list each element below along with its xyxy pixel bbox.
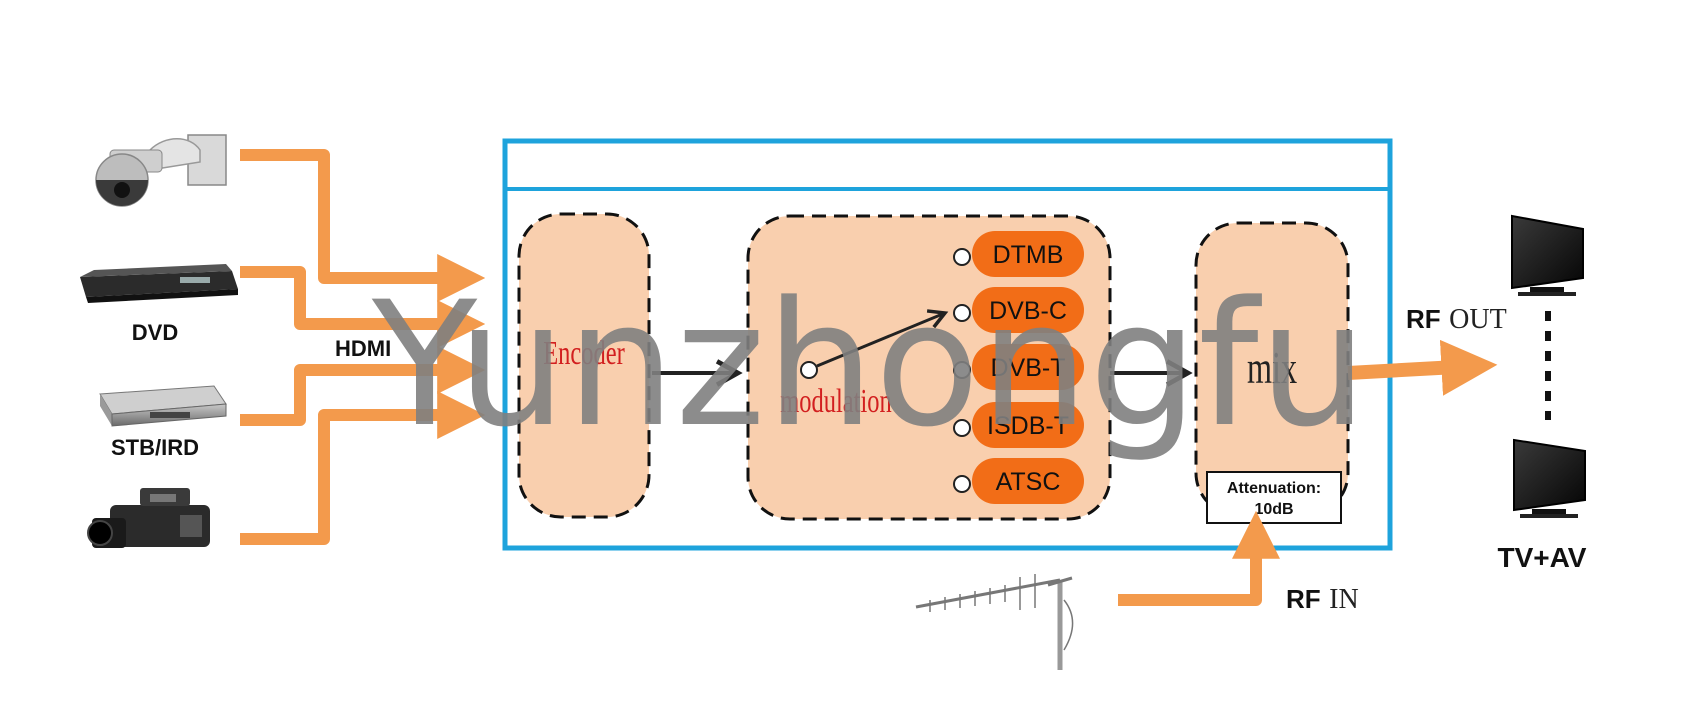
tv-bottom-icon	[1513, 438, 1586, 518]
encoder-label: Encoder	[543, 335, 625, 372]
standard-isdb-t-label: ISDB-T	[987, 412, 1069, 440]
attenuation-box: Attenuation: 10dB	[1206, 471, 1342, 524]
standard-dvb-t: DVB-T	[953, 344, 1084, 390]
rf-out-prefix: RF	[1406, 304, 1441, 334]
rf-in-arrow	[1118, 510, 1280, 606]
rf-in-suffix: IN	[1329, 584, 1359, 615]
standard-atsc-label: ATSC	[996, 468, 1061, 496]
standard-isdb-t: ISDB-T	[953, 402, 1084, 448]
antenna-icon	[915, 574, 1074, 670]
standard-dvb-t-label: DVB-T	[991, 354, 1066, 382]
tv-av-label: TV+AV	[1498, 542, 1587, 573]
attenuation-line2: 10dB	[1254, 501, 1293, 518]
stb-label: STB/IRD	[111, 435, 199, 460]
mix-label: mix	[1247, 342, 1297, 393]
hdmi-label: HDMI	[335, 336, 391, 361]
attenuation-line1: Attenuation:	[1227, 480, 1321, 497]
rf-in-label: RF IN	[1286, 584, 1359, 615]
standards-list: DTMB DVB-C DVB-T ISDB-T ATSC	[953, 231, 1084, 504]
camcorder-icon	[87, 488, 210, 548]
ptz-camera-icon	[95, 134, 227, 207]
standard-dvb-c: DVB-C	[953, 287, 1084, 333]
rf-in-prefix: RF	[1286, 584, 1321, 614]
standard-dvb-c-label: DVB-C	[989, 297, 1067, 325]
stb-receiver-icon	[99, 385, 227, 427]
rf-out-label: RF OUT	[1406, 304, 1507, 335]
standard-dtmb: DTMB	[953, 231, 1084, 277]
encoder-block: Encoder	[517, 212, 651, 519]
dvd-label: DVD	[132, 320, 178, 345]
rf-out-arrow	[1347, 339, 1498, 396]
standard-atsc: ATSC	[953, 458, 1084, 504]
tv-top-icon	[1511, 214, 1584, 296]
selector-switch-arrow	[816, 313, 945, 368]
stb-input-arrow	[240, 346, 486, 426]
dvd-player-icon	[80, 264, 238, 303]
camera-input-arrow	[240, 149, 486, 302]
device-frame	[502, 138, 1393, 551]
selector-pivot	[800, 361, 818, 379]
camcorder-input-arrow	[240, 391, 486, 545]
watermark-text: Yunzhongfu	[371, 264, 1368, 465]
modulation-label: modulation	[780, 383, 892, 420]
rf-out-suffix: OUT	[1449, 304, 1507, 335]
dvd-input-arrow	[240, 266, 486, 348]
input-arrows	[240, 149, 486, 545]
standard-dtmb-label: DTMB	[993, 241, 1064, 269]
